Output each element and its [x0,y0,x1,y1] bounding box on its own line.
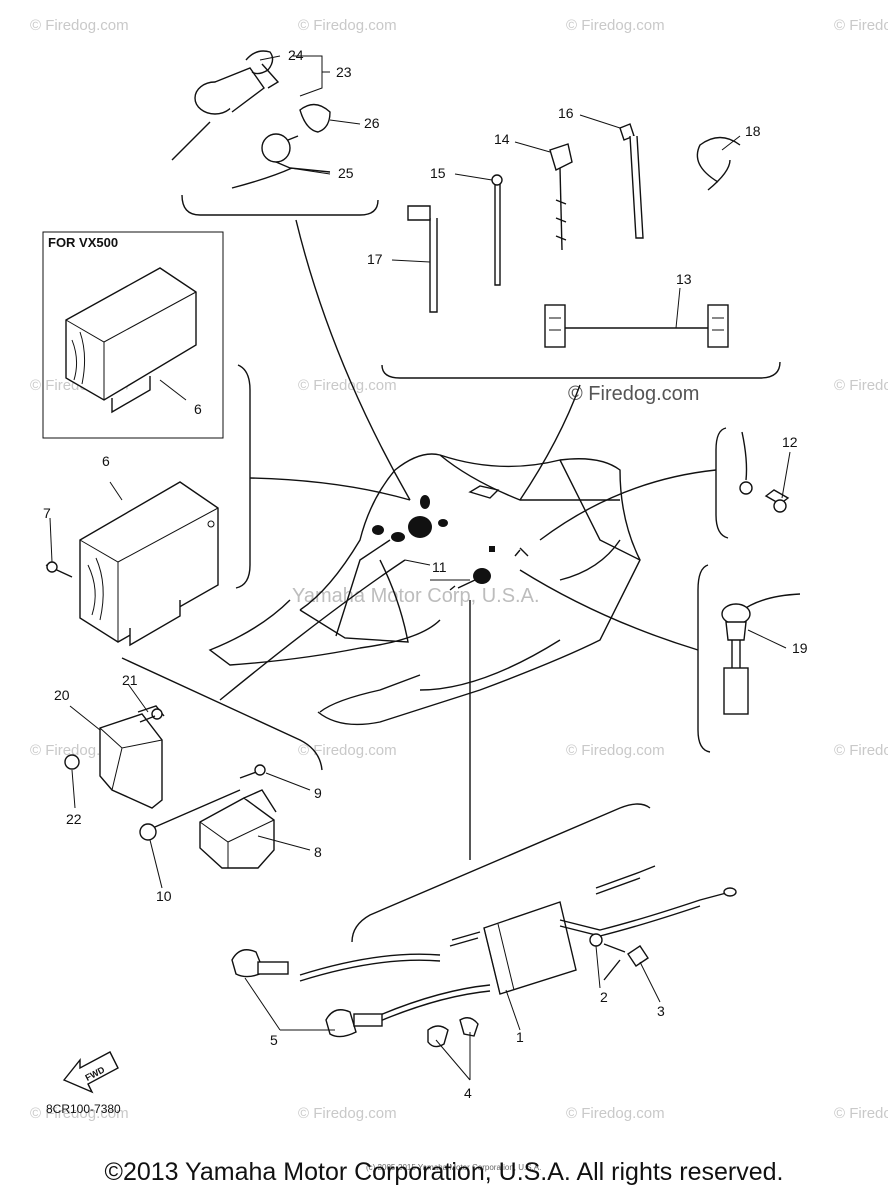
watermark: © Firedog.com [566,1105,665,1122]
cdi-unit [45,481,219,647]
watermark: © Firedog.com [298,377,397,394]
callout-18: 18 [745,123,761,139]
ground-lead-group [739,431,790,513]
callout-21: 21 [122,672,138,688]
callout-26: 26 [364,115,380,131]
vx500-label: FOR VX500 [48,235,118,250]
callout-20: 20 [54,687,70,703]
callout-9: 9 [314,785,322,801]
watermark: © Firedog.com [834,742,888,759]
callout-6a: 6 [194,401,202,417]
callout-13: 13 [676,271,692,287]
callout-1: 1 [516,1029,524,1045]
leader-lines [49,55,791,1081]
snowmobile-silhouette [208,453,641,726]
callout-24: 24 [288,47,304,63]
drawing-code: 8CR100-7380 [46,1102,121,1116]
callout-15: 15 [430,165,446,181]
group-brackets [121,194,781,943]
main-switch-group [171,50,331,189]
watermark: © Firedog.com [298,742,397,759]
callout-11: 11 [432,559,447,575]
callout-12: 12 [782,434,798,450]
thermo-switch-group [721,593,801,715]
callout-3: 3 [657,1003,665,1019]
ignition-coil-group [231,865,737,1048]
callout-23: 23 [336,64,352,80]
watermark: © Firedog.com [834,377,888,394]
callout-22: 22 [66,811,82,827]
watermark: © Firedog.com [30,1105,129,1122]
callout-16: 16 [558,105,574,121]
callout-8: 8 [314,844,322,860]
callouts: 1 2 3 4 5 6 6 7 8 9 10 11 12 13 14 15 16… [43,47,808,1101]
callout-2: 2 [600,989,608,1005]
watermark: © Firedog.com [30,17,129,34]
copyright-footer: ©2013 Yamaha Motor Corporation, U.S.A. A… [104,1158,784,1186]
watermark-center: Yamaha Motor Corp, U.S.A. [292,585,540,607]
watermark: © Firedog.com [298,17,397,34]
callout-6b: 6 [102,453,110,469]
vx500-inset: FOR VX500 [42,231,224,439]
callout-5: 5 [270,1032,278,1048]
callout-14: 14 [494,131,510,147]
callout-4: 4 [464,1085,472,1101]
watermark: © Firedog.com [566,17,665,34]
fwd-arrow: FWD [62,1051,119,1094]
watermark: © Firedog.com [298,1105,397,1122]
callout-7: 7 [43,505,51,521]
watermark: © Firedog.com [566,742,665,759]
callout-19: 19 [792,640,808,656]
callout-17: 17 [367,251,383,267]
watermark: © Firedog.com [834,17,888,34]
callout-25: 25 [338,165,354,181]
regulator-group [64,705,277,869]
harness-connectors [372,495,529,591]
small-copyright-note: (c) 2005-2015 Yamaha Motor Corporation, … [366,1163,541,1172]
callout-10: 10 [156,888,172,904]
wire-tie-group [407,123,741,348]
watermark-large: © Firedog.com [568,383,699,405]
watermark: © Firedog.com [834,1105,888,1122]
